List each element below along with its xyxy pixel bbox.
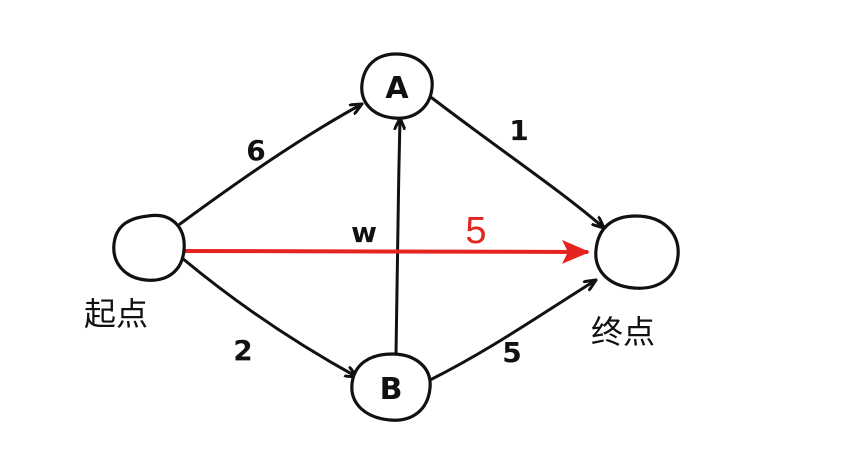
edge-start-a — [178, 102, 364, 226]
edge-b-a — [396, 116, 400, 357]
edge-start-end-highlight — [181, 239, 590, 264]
edge-b-end — [428, 278, 598, 382]
edge-label-b-a: w — [351, 216, 377, 249]
node-a: A — [360, 52, 434, 120]
caption-start: 起点 — [84, 295, 148, 333]
edge-label-start-b: 2 — [233, 334, 252, 367]
node-b-label: B — [380, 372, 403, 407]
edge-a-end — [430, 96, 606, 230]
node-start — [112, 213, 186, 282]
caption-end: 终点 — [591, 313, 655, 351]
node-b: B — [350, 352, 432, 422]
edge-label-a-end: 1 — [509, 114, 528, 147]
edge-label-b-end: 5 — [502, 336, 521, 369]
node-a-label: A — [385, 71, 409, 106]
edge-label-start-a: 6 — [246, 134, 265, 167]
edge-start-b — [180, 256, 359, 379]
node-end — [594, 214, 680, 290]
edge-label-start-end-highlight: 5 — [465, 210, 486, 252]
